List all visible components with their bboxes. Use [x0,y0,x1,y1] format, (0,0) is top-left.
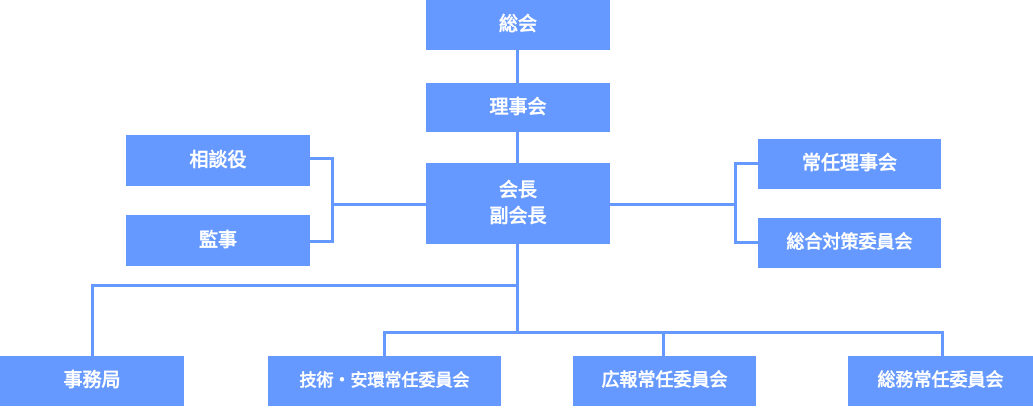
line-tech-drop [383,331,386,356]
president-box: 会長 副会長 [426,163,610,244]
advisor-box: 相談役 [126,135,310,186]
president-label: 会長 [498,178,537,201]
tech-safety-committee-box: 技術・安環常任委員会 [268,356,501,406]
line-secretariat-drop [91,284,94,356]
line-advisor-link [310,157,334,160]
board-box: 理事会 [426,83,610,132]
line-pr-drop [662,331,665,356]
line-president-right [610,203,736,206]
line-board-president [516,132,519,163]
line-president-left [334,203,426,206]
line-secretariat-bus [91,284,519,287]
vice-president-label: 副会長 [489,204,547,227]
general-affairs-committee-box: 総務常任委員会 [848,356,1033,406]
line-general-affairs-drop [941,331,944,356]
pr-committee-box: 広報常任委員会 [573,356,756,406]
auditor-box: 監事 [126,215,310,266]
line-general-measures-link [734,241,758,244]
line-left-bracket [331,158,334,243]
line-auditor-link [310,240,334,243]
line-standing-board-link [734,162,758,165]
line-president-down [516,244,519,334]
general-assembly-box: 総会 [426,0,610,50]
line-assembly-board [516,50,519,83]
line-right-bracket [734,163,737,244]
standing-board-box: 常任理事会 [758,139,941,189]
general-measures-committee-box: 総合対策委員会 [758,218,941,268]
secretariat-box: 事務局 [0,356,184,406]
